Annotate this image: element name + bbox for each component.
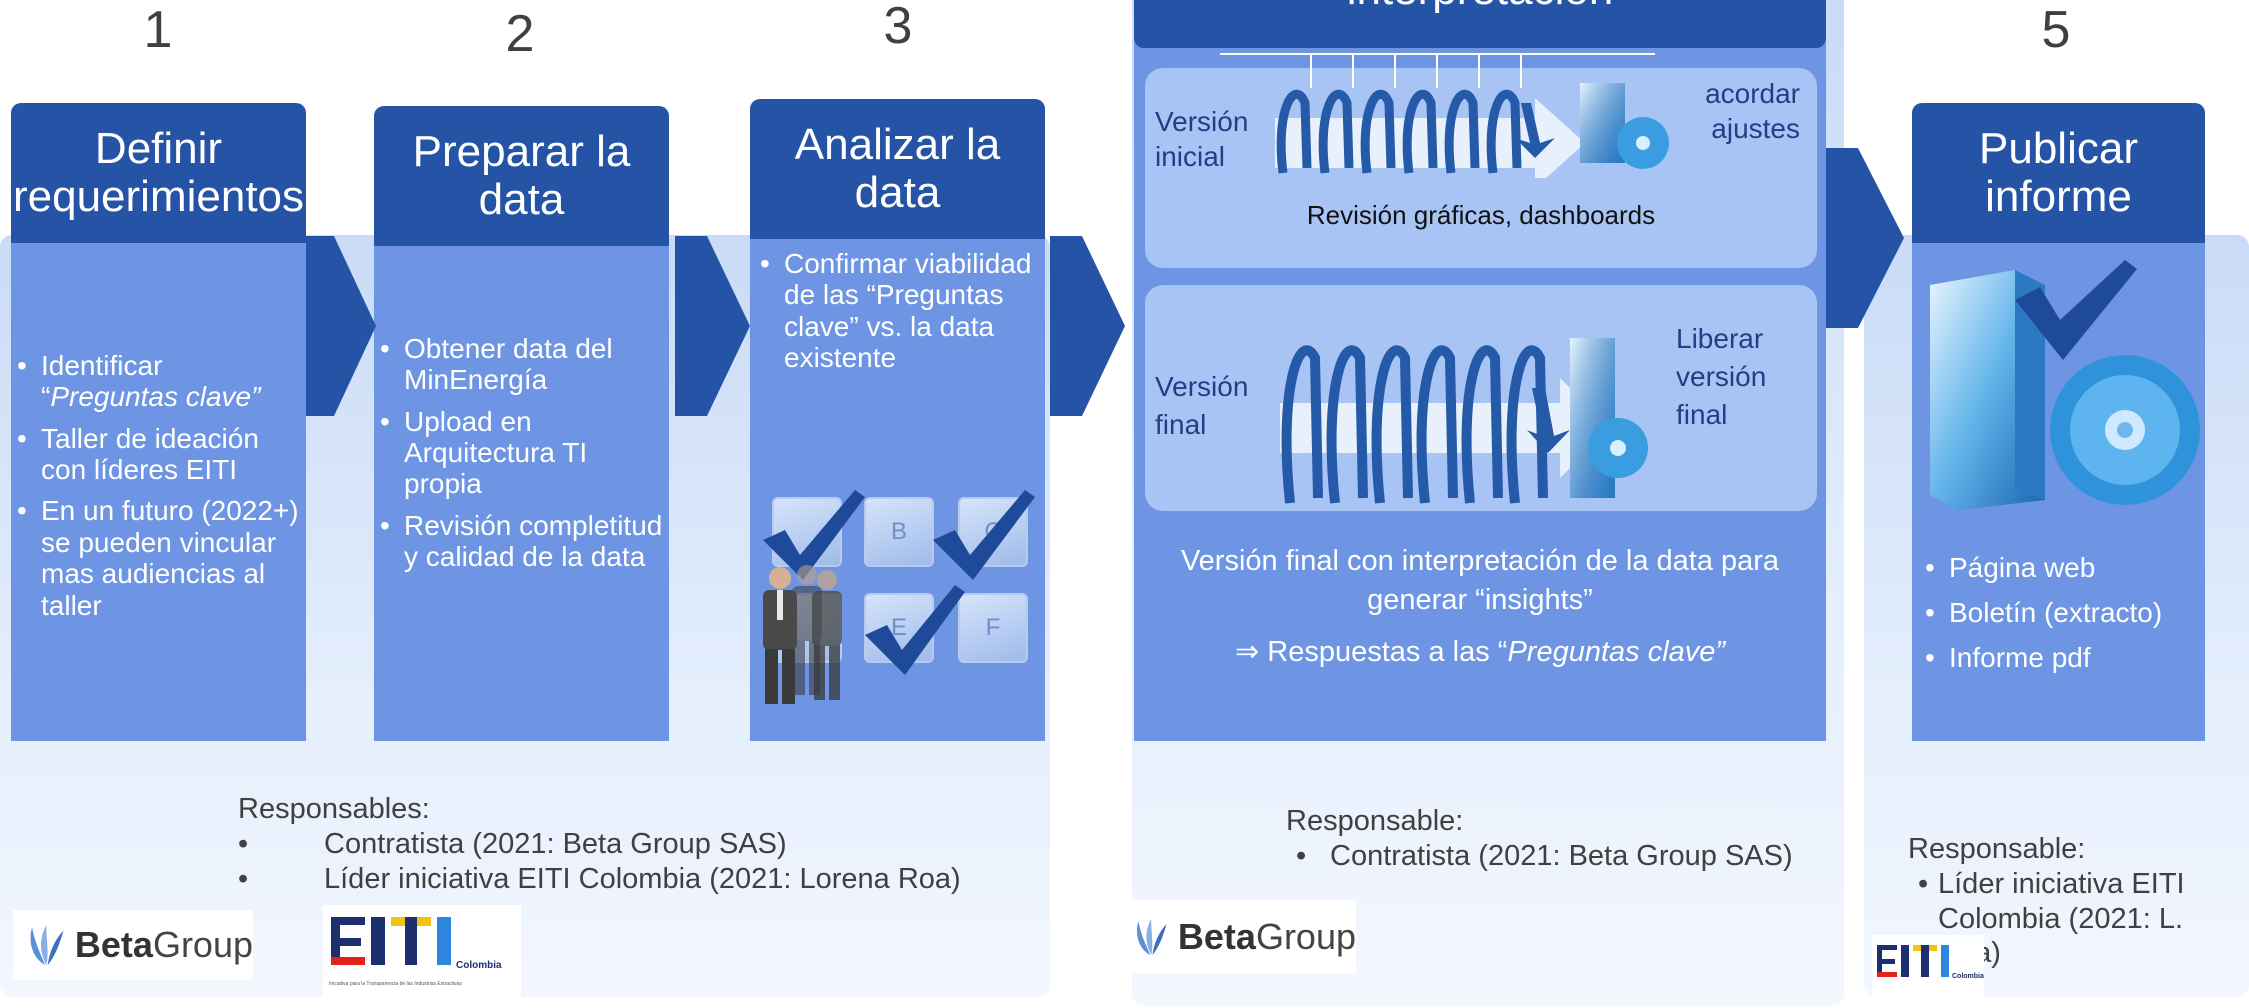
checkmarks-icon xyxy=(763,490,1035,675)
step-number-1: 1 xyxy=(143,1,173,59)
step-1-bullets: Identificar “Preguntas clave” Taller de … xyxy=(17,350,302,631)
iteration-spiral-initial-icon xyxy=(1220,53,1669,178)
checklist-tile-b: B xyxy=(864,497,934,567)
implies-arrow-icon: ⇒ xyxy=(1234,636,1260,668)
step-1-title-line2: requerimientos xyxy=(12,172,305,221)
eiti-colombia-logo-1: Colombia Iniciativa para la Transparenci… xyxy=(323,905,521,997)
step-5-bullet-2: Boletín (extracto) xyxy=(1925,597,2200,629)
iteration-spiral-final-icon xyxy=(1280,338,1648,504)
responsables-group-2: Responsable: •Contratista (2021: Beta Gr… xyxy=(1286,804,1793,874)
step-5-bullet-1: Página web xyxy=(1925,552,2200,584)
step-2-title-line2: data xyxy=(478,175,565,224)
step-1-bullet-3: En un futuro (2022+) se pueden vincular … xyxy=(17,495,302,620)
responsables-title-1: Responsables: xyxy=(238,793,430,825)
step-4-answer: ⇒ Respuestas a las “Preguntas clave” xyxy=(1234,636,1726,668)
beta-group-wing-icon xyxy=(30,925,64,965)
arrow-step1-to-step2 xyxy=(306,236,376,416)
step-1-column xyxy=(11,238,306,741)
responsable-2-1: •Contratista (2021: Beta Group SAS) xyxy=(1296,839,1793,872)
step-4-summary: Versión final con interpretación de la d… xyxy=(1180,545,1780,617)
step-3-bullet-1: Confirmar viabilidad de las “Preguntas c… xyxy=(760,248,1040,373)
responsables-title-2: Responsable: xyxy=(1286,805,1464,837)
step-5-title-line1: Publicar xyxy=(1979,124,2138,174)
software-box-check-icon xyxy=(1930,260,2200,510)
responsable-1-2: •Líder iniciativa EITI Colombia (2021: L… xyxy=(238,862,961,895)
final-version-box xyxy=(1145,285,1817,511)
step-3-header: Analizar la data xyxy=(750,99,1045,239)
eiti-colombia-logo-2: Colombia xyxy=(1872,935,1984,1003)
step-3-bullets: Confirmar viabilidad de las “Preguntas c… xyxy=(760,248,1040,383)
responsables-group-1: Responsables: •Contratista (2021: Beta G… xyxy=(238,792,961,896)
step-number-5: 5 xyxy=(2041,1,2071,59)
step-1-bullet-2: Taller de ideación con líderes EITI xyxy=(17,423,302,486)
step-1-header: Definir requerimientos xyxy=(11,103,306,243)
step-number-3: 3 xyxy=(883,0,913,55)
step-3-title: Analizar la data xyxy=(794,120,1001,217)
step-2-bullet-1: Obtener data del MinEnergía xyxy=(380,333,665,396)
step-4-title: interpretación xyxy=(1347,0,1614,14)
responsables-title-3: Responsable: xyxy=(1908,833,2086,865)
arrow-step4-to-step5 xyxy=(1826,148,1904,328)
final-action-label: Liberar versión final xyxy=(1676,323,1767,430)
step-2-title-line1: Preparar la xyxy=(412,127,631,177)
beta-group-logo-1: Beta Group xyxy=(13,910,253,980)
initial-action-label: acordar ajustes xyxy=(1705,78,1800,144)
checklist-tile-f: F xyxy=(958,593,1028,663)
step-2-bullets: Obtener data del MinEnergía Upload en Ar… xyxy=(380,333,665,583)
step-2-bullet-2: Upload en Arquitectura TI propia xyxy=(380,406,665,500)
final-version-label: Versión final xyxy=(1155,371,1249,440)
business-people-icon xyxy=(763,565,842,704)
step-2-header: Preparar la data xyxy=(374,106,669,246)
arrow-step2-to-step3 xyxy=(675,236,750,416)
step-2-bullet-3: Revisión completitud y calidad de la dat… xyxy=(380,510,665,573)
beta-group-wing-icon xyxy=(1136,919,1167,955)
step-5-header: Publicar informe xyxy=(1912,103,2205,243)
arrow-step3-to-step4 xyxy=(1050,236,1125,416)
step-5-title-line2: informe xyxy=(1985,172,2132,221)
responsables-group-3: Responsable: •Líder iniciativa EITI Colo… xyxy=(1908,832,2248,971)
step-1-title-line1: Definir xyxy=(94,124,223,174)
step-5-bullets: Página web Boletín (extracto) Informe pd… xyxy=(1925,552,2200,683)
responsable-1-1: •Contratista (2021: Beta Group SAS) xyxy=(238,827,787,860)
step-1-bullet-1: Identificar “Preguntas clave” xyxy=(17,350,302,413)
initial-version-caption: Revisión gráficas, dashboards xyxy=(1306,200,1656,230)
initial-version-label: Versión inicial xyxy=(1155,106,1249,172)
step-4-header: interpretación xyxy=(1134,0,1826,48)
step-5-bullet-3: Informe pdf xyxy=(1925,642,2200,674)
step-number-2: 2 xyxy=(505,5,535,63)
beta-group-logo-2: Beta Group xyxy=(1120,900,1356,974)
